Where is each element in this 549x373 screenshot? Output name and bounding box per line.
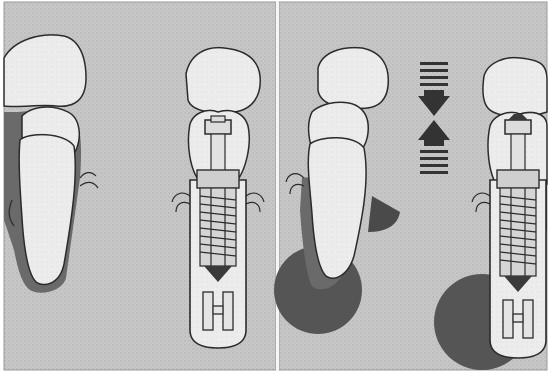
upper-crown-left-2 — [186, 48, 260, 113]
upper-crown-right-2 — [483, 58, 547, 117]
upper-crown-right-1 — [318, 48, 388, 109]
right-implant-threads — [500, 188, 536, 276]
upper-crown-left-1 — [4, 35, 86, 107]
implant-threads — [200, 188, 236, 266]
right-screw-head — [505, 120, 531, 134]
